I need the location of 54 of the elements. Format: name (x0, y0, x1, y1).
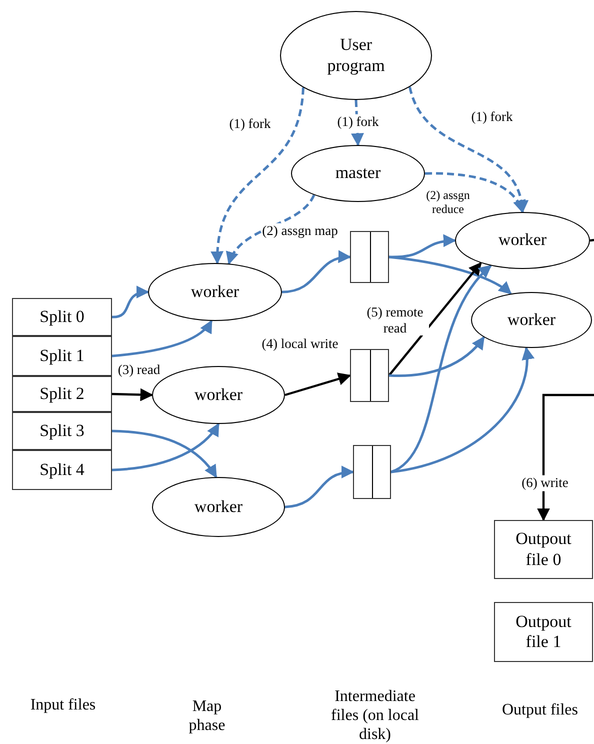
node-label: Split 2 (40, 384, 84, 404)
file-box (12, 412, 112, 450)
column-caption: Map phase (188, 696, 226, 736)
edge-label: (2) assgn map (262, 223, 338, 239)
edge-label: (3) read (118, 362, 160, 378)
file-box (12, 336, 112, 376)
file-box (350, 231, 389, 283)
node-label: Split 1 (40, 346, 84, 366)
process-ellipse (471, 292, 592, 348)
arrow (112, 320, 213, 358)
node-label: User program (326, 35, 386, 76)
column-caption: Output files (501, 700, 579, 720)
file-box (12, 298, 112, 336)
node-label: Outpout file 1 (514, 612, 572, 652)
arrow (211, 87, 304, 264)
arrow (282, 251, 352, 294)
arrow (388, 262, 482, 376)
file-box (12, 450, 112, 490)
edge-label: (1) fork (337, 114, 379, 130)
arrow (112, 422, 220, 472)
arrow (112, 430, 218, 478)
arrow (112, 388, 154, 402)
file-box (353, 445, 391, 499)
arrow (390, 264, 492, 474)
arrow (388, 256, 512, 295)
edge-label: (1) fork (229, 116, 271, 132)
node-label: Split 3 (40, 420, 84, 442)
node-label: worker (194, 496, 243, 518)
column-caption: Intermediate files (on local disk) (330, 687, 420, 744)
node-label: worker (498, 230, 547, 251)
arrow (284, 466, 354, 508)
file-box (350, 349, 389, 402)
node-label: Split 4 (40, 460, 84, 480)
node-label: Outpout file 0 (514, 529, 572, 570)
file-box (494, 602, 593, 662)
node-label: master (335, 163, 381, 184)
node-label: worker (507, 310, 556, 330)
arrow (425, 172, 524, 214)
node-label: Split 0 (40, 306, 84, 328)
edge-label: (4) local write (262, 336, 338, 352)
arrow (408, 86, 528, 214)
edge-label: (1) fork (471, 109, 513, 125)
arrow (537, 394, 594, 522)
arrow (228, 194, 316, 265)
file-box (494, 520, 593, 579)
arrow (388, 336, 485, 378)
node-label: worker (194, 384, 243, 406)
arrow (112, 286, 150, 318)
node-label: worker (190, 282, 240, 302)
edge-label: (6) write (522, 475, 568, 491)
column-caption: Input files (29, 695, 97, 715)
arrow (390, 346, 534, 474)
file-box (12, 376, 112, 412)
arrow (284, 372, 352, 396)
